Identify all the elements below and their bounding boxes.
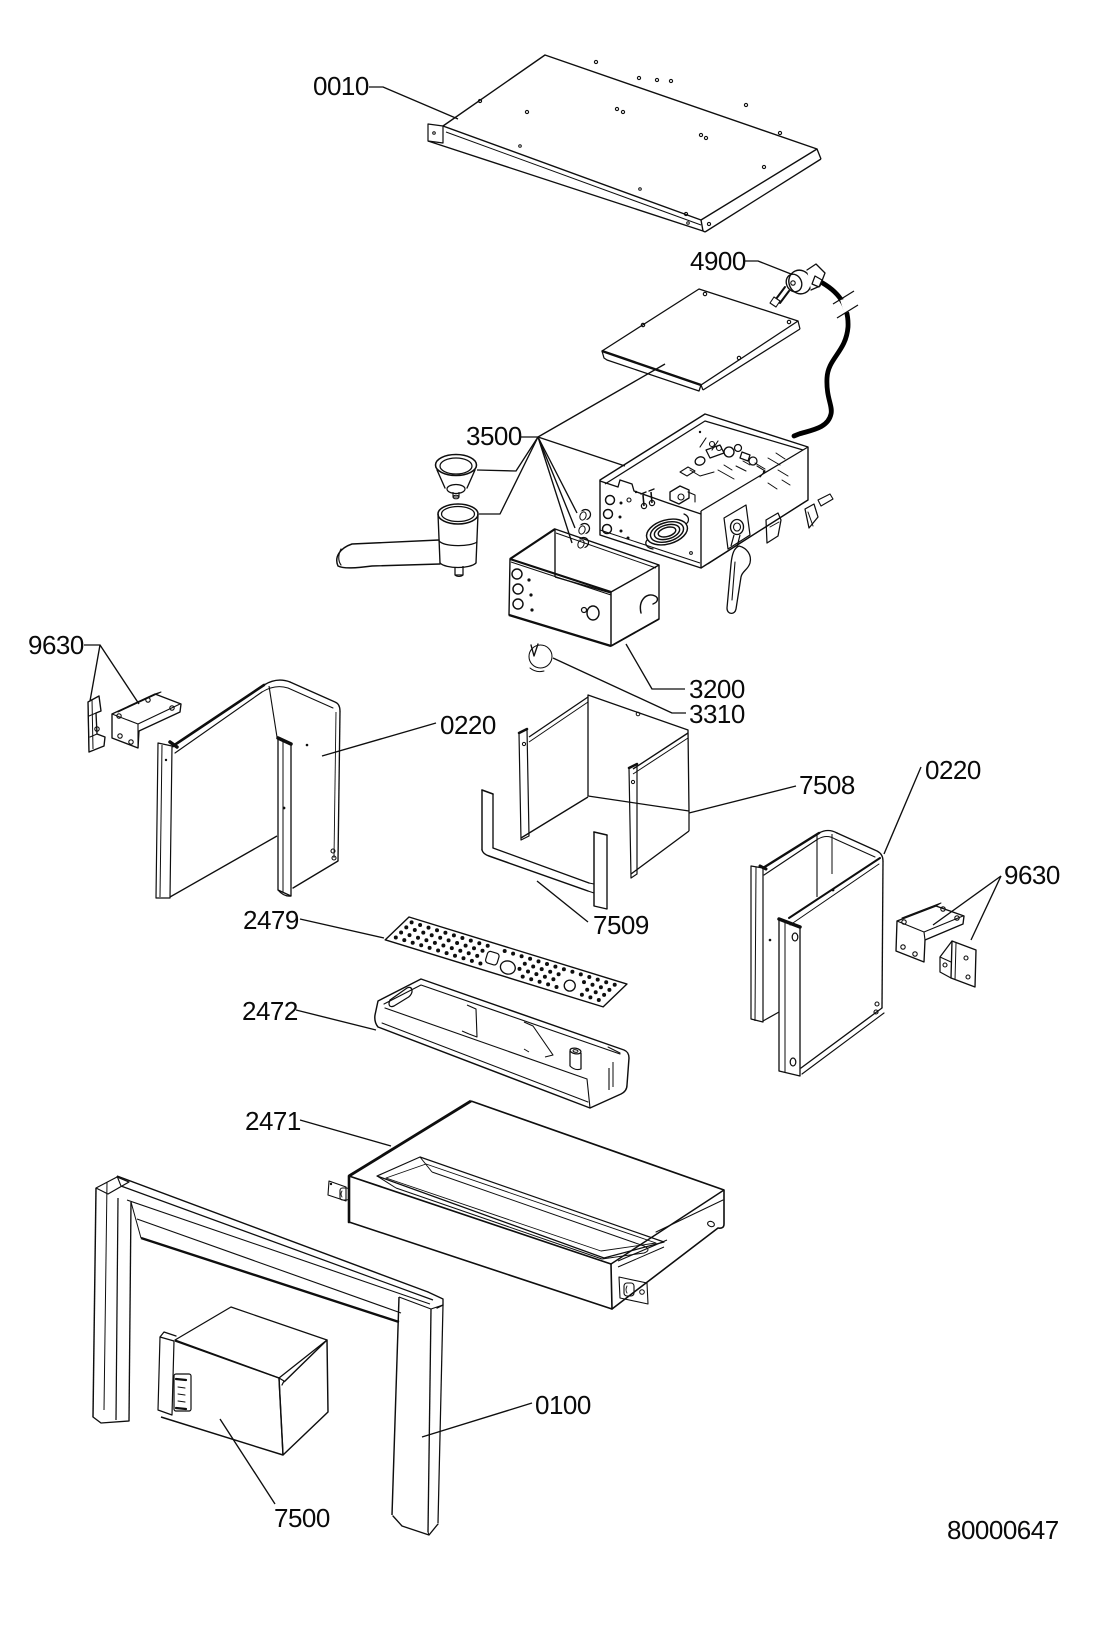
svg-text:9630: 9630 (28, 630, 84, 660)
svg-text:7500: 7500 (274, 1503, 330, 1533)
svg-text:0010: 0010 (313, 71, 369, 101)
svg-text:9630: 9630 (1004, 860, 1060, 890)
svg-text:2479: 2479 (243, 905, 299, 935)
svg-text:7508: 7508 (799, 770, 855, 800)
svg-text:7509: 7509 (593, 910, 649, 940)
svg-text:4900: 4900 (690, 246, 746, 276)
svg-text:0220: 0220 (440, 710, 496, 740)
svg-text:80000647: 80000647 (947, 1515, 1059, 1545)
svg-text:3310: 3310 (689, 699, 745, 729)
svg-text:2472: 2472 (242, 996, 298, 1026)
svg-text:0220: 0220 (925, 755, 981, 785)
svg-text:3500: 3500 (466, 421, 522, 451)
svg-text:2471: 2471 (245, 1106, 301, 1136)
svg-text:0100: 0100 (535, 1390, 591, 1420)
svg-text:3200: 3200 (689, 674, 745, 704)
